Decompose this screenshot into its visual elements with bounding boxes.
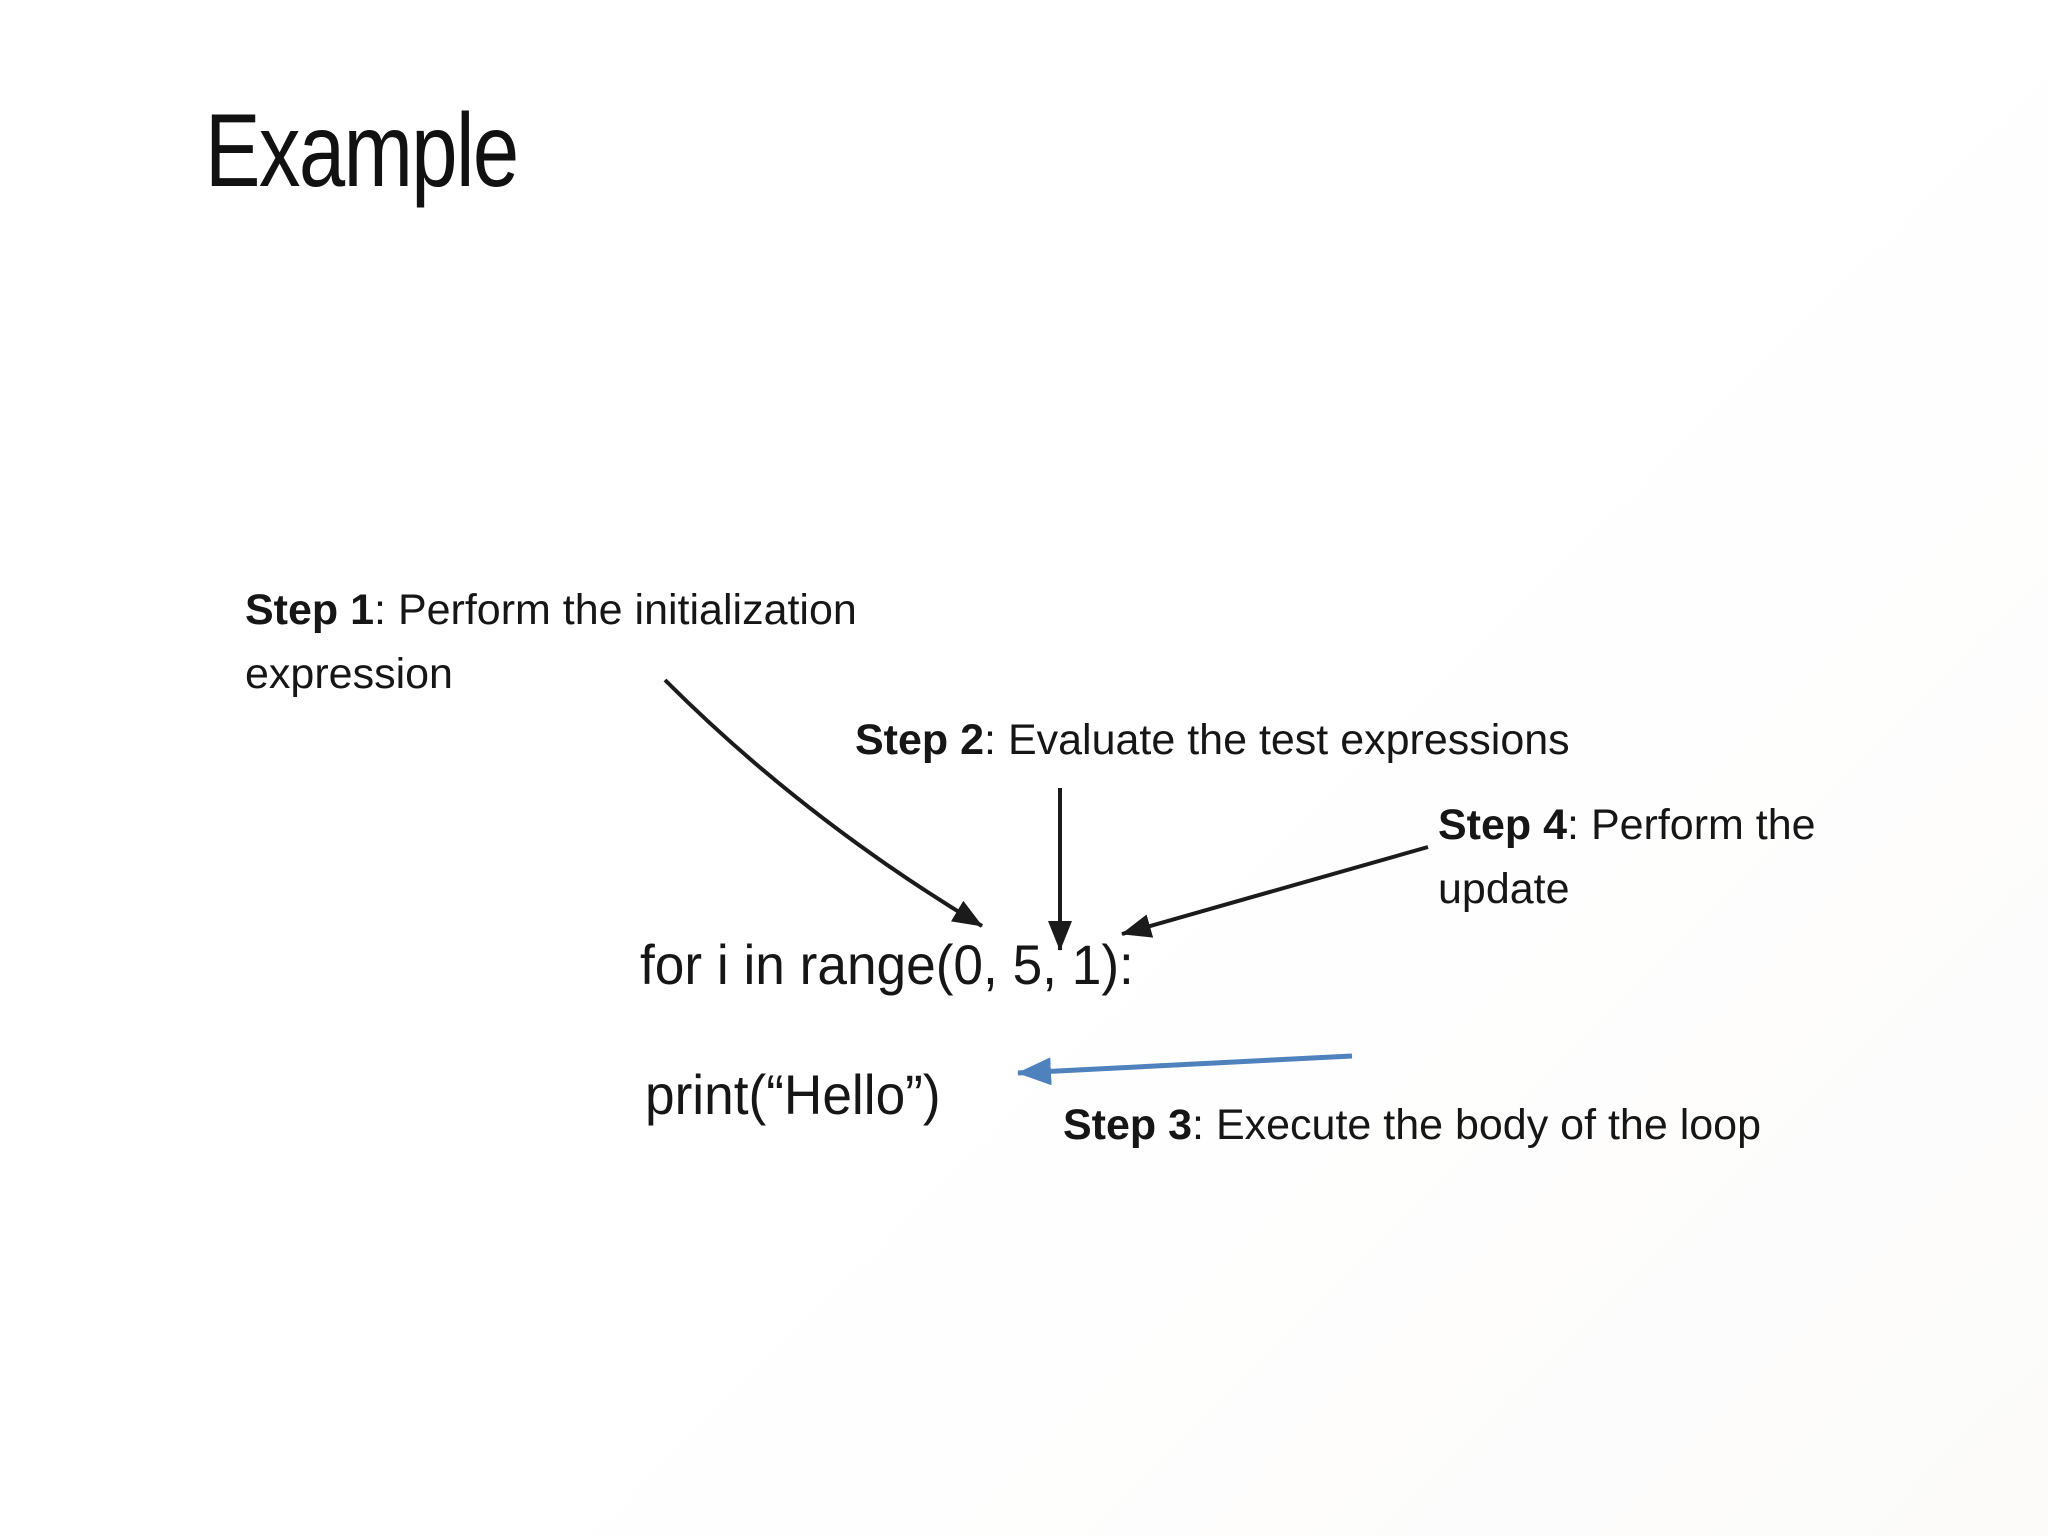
step1-annotation: Step 1: Perform the initialization expre…: [245, 578, 1015, 706]
code-for-statement: for i in range(0, 5, 1):: [640, 933, 1134, 996]
step3-annotation: Step 3: Execute the body of the loop: [1063, 1093, 1763, 1157]
step2-text: : Evaluate the test expressions: [984, 716, 1570, 764]
step4-label: Step 4: [1438, 801, 1568, 849]
step2-label: Step 2: [855, 716, 985, 764]
step2-annotation: Step 2: Evaluate the test expressions: [855, 708, 1570, 772]
step1-label: Step 1: [245, 586, 375, 634]
step4-arrow: [1121, 845, 1429, 938]
slide-title: Example: [205, 93, 519, 209]
step4-annotation: Step 4: Perform the update: [1438, 793, 1878, 921]
code-print-statement: print(“Hello”): [645, 1063, 941, 1126]
step3-label: Step 3: [1063, 1101, 1193, 1149]
step3-text: : Execute the body of the loop: [1192, 1101, 1761, 1149]
step3-blue-arrow: [1017, 1053, 1353, 1086]
step1-text: : Perform the initialization expression: [245, 586, 857, 698]
step4-text: : Perform the update: [1438, 801, 1816, 913]
